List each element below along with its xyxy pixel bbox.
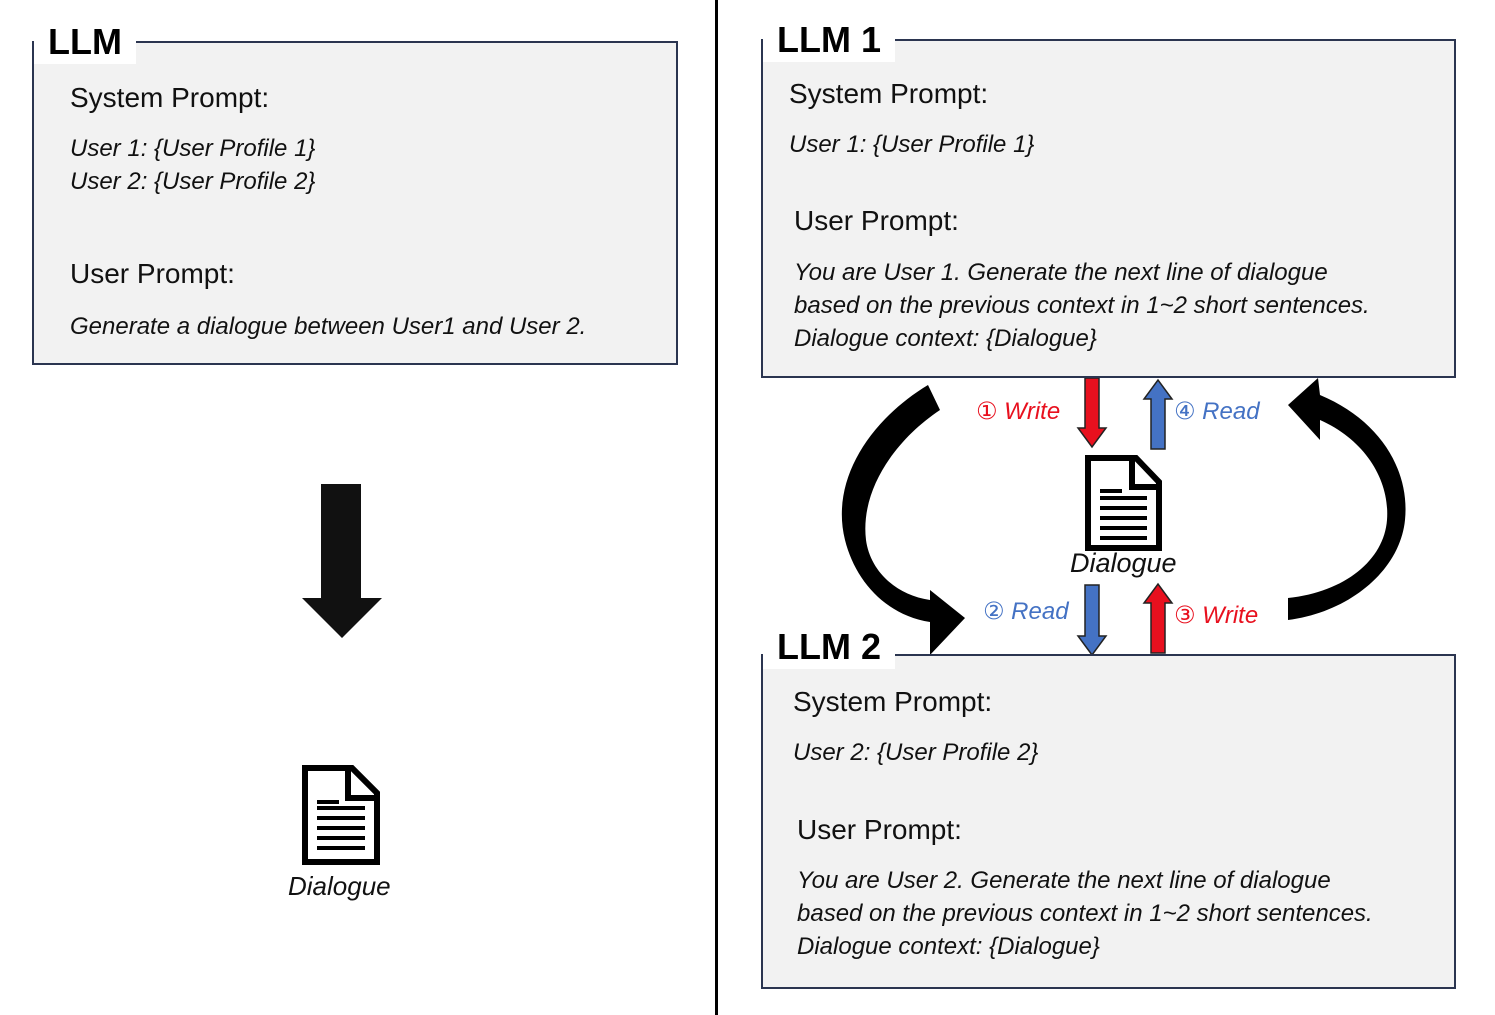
write-arrow-3 — [1142, 582, 1174, 654]
llm1-box-title: LLM 1 — [763, 18, 895, 62]
llm2-user-line-1: You are User 2. Generate the next line o… — [797, 867, 1331, 894]
llm-box — [32, 41, 678, 365]
llm2-user-line-2: based on the previous context in 1~2 sho… — [797, 900, 1373, 927]
write-arrow-1 — [1076, 377, 1108, 449]
document-icon — [302, 765, 380, 865]
llm2-system-prompt-header: System Prompt: — [793, 686, 993, 717]
llm1-system-prompt-header: System Prompt: — [789, 78, 989, 109]
llm-user-prompt-text: Generate a dialogue between User1 and Us… — [70, 313, 587, 340]
llm1-user-line-2: based on the previous context in 1~2 sho… — [794, 292, 1370, 319]
step4-read-label: ④ Read — [1174, 398, 1260, 425]
center-dialogue-label: Dialogue — [1070, 548, 1177, 578]
panel-divider — [715, 0, 718, 1015]
llm2-system-line: User 2: {User Profile 2} — [793, 739, 1039, 766]
llm2-box-title: LLM 2 — [763, 625, 895, 669]
llm-system-line-2: User 2: {User Profile 2} — [70, 168, 316, 195]
llm-system-prompt-header: System Prompt: — [70, 82, 270, 113]
step1-write-label: ① Write — [976, 398, 1061, 425]
llm-box-title: LLM — [34, 20, 136, 64]
curved-arrow-icon — [841, 378, 1406, 655]
step2-read-label: ② Read — [983, 598, 1069, 625]
read-arrow-2 — [1076, 584, 1108, 657]
read-arrow-4 — [1142, 378, 1174, 450]
down-arrow-icon — [302, 484, 382, 638]
llm2-box — [761, 654, 1456, 989]
document-icon — [1085, 455, 1162, 551]
llm1-user-prompt-header: User Prompt: — [794, 205, 959, 236]
llm1-system-line: User 1: {User Profile 1} — [789, 131, 1035, 158]
llm-user-prompt-header: User Prompt: — [70, 258, 235, 289]
llm2-user-prompt-header: User Prompt: — [797, 814, 962, 845]
llm1-box — [761, 39, 1456, 378]
llm-system-line-1: User 1: {User Profile 1} — [70, 135, 316, 162]
step3-write-label: ③ Write — [1174, 602, 1259, 629]
llm2-user-line-3: Dialogue context: {Dialogue} — [797, 933, 1100, 960]
left-dialogue-label: Dialogue — [288, 871, 391, 901]
llm1-user-line-1: You are User 1. Generate the next line o… — [794, 259, 1328, 286]
llm1-user-line-3: Dialogue context: {Dialogue} — [794, 325, 1097, 352]
